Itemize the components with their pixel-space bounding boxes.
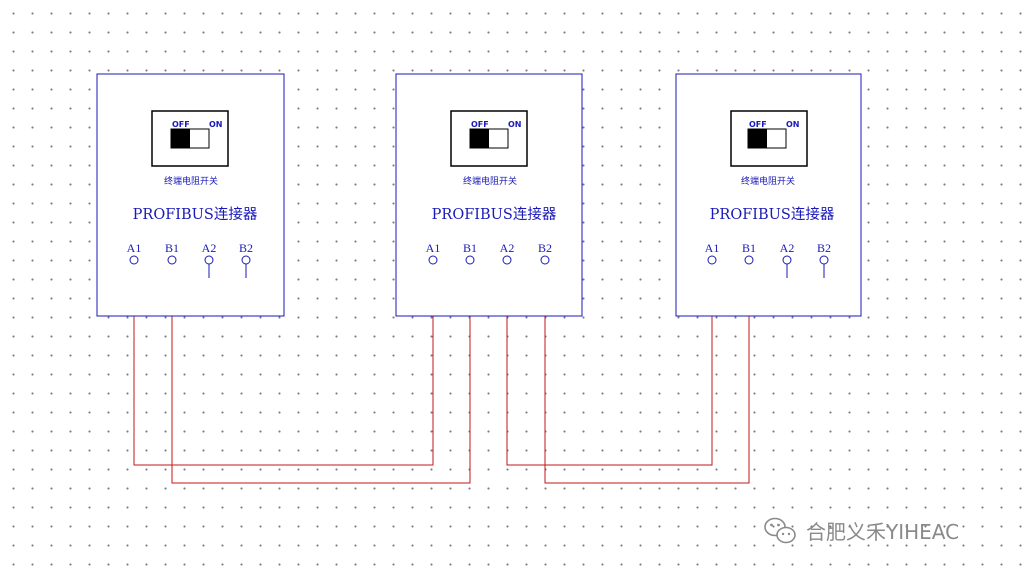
connector-title: PROFIBUS连接器 [133, 206, 258, 223]
termination-switch[interactable]: OFF ON [450, 110, 528, 167]
pin-label-b2: B2 [538, 241, 552, 255]
connector-title: PROFIBUS连接器 [432, 206, 557, 223]
switch-knob [470, 129, 489, 148]
connector-left: OFF ON 终端电阻开关 PROFIBUS连接器 A1 B1 A2 B2 [96, 73, 285, 317]
pin-terminals [428, 255, 550, 265]
wires [133, 262, 750, 484]
pin-terminals [129, 255, 251, 278]
switch-caption: 终端电阻开关 [741, 175, 795, 187]
pin-label-a1: A1 [705, 241, 720, 255]
watermark: 合肥义禾YIHEAC [764, 517, 959, 544]
termination-switch[interactable]: OFF ON [151, 110, 229, 167]
pin-terminal-b1[interactable] [465, 255, 475, 265]
watermark-text: 合肥义禾YIHEAC [806, 520, 959, 544]
pin-labels: A1 B1 A2 B2 [127, 241, 253, 255]
wechat-icon [764, 517, 796, 544]
pin-terminal-a1[interactable] [707, 255, 717, 265]
wire-b-middle-right [544, 262, 750, 484]
pin-label-a2: A2 [780, 241, 795, 255]
pin-terminal-b2[interactable] [241, 255, 251, 265]
termination-switch[interactable]: OFF ON [730, 110, 808, 167]
switch-off-label: OFF [172, 120, 190, 129]
pin-label-b2: B2 [817, 241, 831, 255]
switch-caption: 终端电阻开关 [164, 175, 218, 187]
connector-middle: OFF ON 终端电阻开关 PROFIBUS连接器 A1 B1 A2 B2 [395, 73, 583, 317]
pin-terminal-a1[interactable] [129, 255, 139, 265]
pin-label-a1: A1 [127, 241, 142, 255]
pin-terminal-a2[interactable] [782, 255, 792, 265]
pin-labels: A1 B1 A2 B2 [426, 241, 552, 255]
pin-terminal-a1[interactable] [428, 255, 438, 265]
pin-terminal-a2[interactable] [502, 255, 512, 265]
wire-a-middle-right [506, 262, 713, 466]
switch-on-label: ON [209, 120, 223, 129]
switch-off-label: OFF [749, 120, 767, 129]
pin-terminal-b1[interactable] [167, 255, 177, 265]
switch-on-label: ON [508, 120, 522, 129]
pin-label-a2: A2 [202, 241, 217, 255]
pin-terminal-a2[interactable] [204, 255, 214, 265]
pin-terminal-b1[interactable] [744, 255, 754, 265]
pin-label-b2: B2 [239, 241, 253, 255]
pin-terminal-b2[interactable] [819, 255, 829, 265]
pin-terminals [707, 255, 829, 278]
connector-title: PROFIBUS连接器 [710, 206, 835, 223]
switch-knob [171, 129, 190, 148]
pin-label-a2: A2 [500, 241, 515, 255]
switch-knob [748, 129, 767, 148]
switch-off-label: OFF [471, 120, 489, 129]
pin-label-a1: A1 [426, 241, 441, 255]
switch-caption: 终端电阻开关 [463, 175, 517, 187]
connector-right: OFF ON 终端电阻开关 PROFIBUS连接器 A1 B1 A2 B2 [675, 73, 862, 317]
pin-label-b1: B1 [742, 241, 756, 255]
pin-labels: A1 B1 A2 B2 [705, 241, 831, 255]
switch-on-label: ON [786, 120, 800, 129]
pin-terminal-b2[interactable] [540, 255, 550, 265]
wire-a-left-middle [133, 262, 434, 466]
pin-label-b1: B1 [165, 241, 179, 255]
wire-b-left-middle [171, 262, 471, 484]
pin-label-b1: B1 [463, 241, 477, 255]
